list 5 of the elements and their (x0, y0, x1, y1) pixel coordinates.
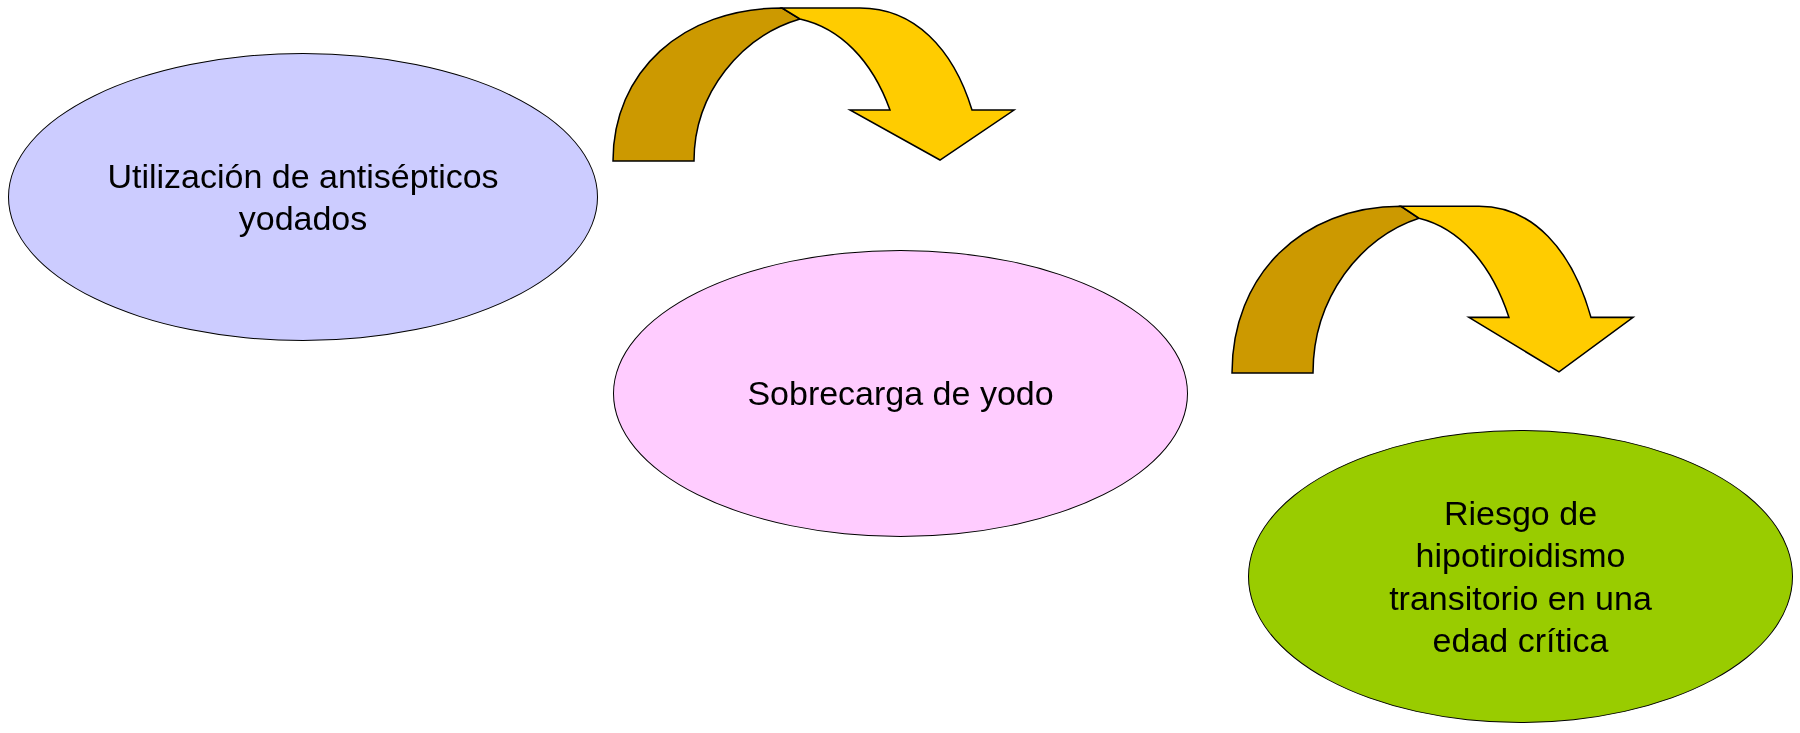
node-label: Sobrecarga de yodo (746, 373, 1055, 415)
curved-block-arrow (612, 7, 1015, 162)
curved-block-arrow (1231, 205, 1634, 374)
node-label: Riesgo de hipotiroidismo transitorio en una edad crítica (1388, 492, 1653, 661)
node-label: Utilización de antisépticos yodados (106, 155, 500, 239)
